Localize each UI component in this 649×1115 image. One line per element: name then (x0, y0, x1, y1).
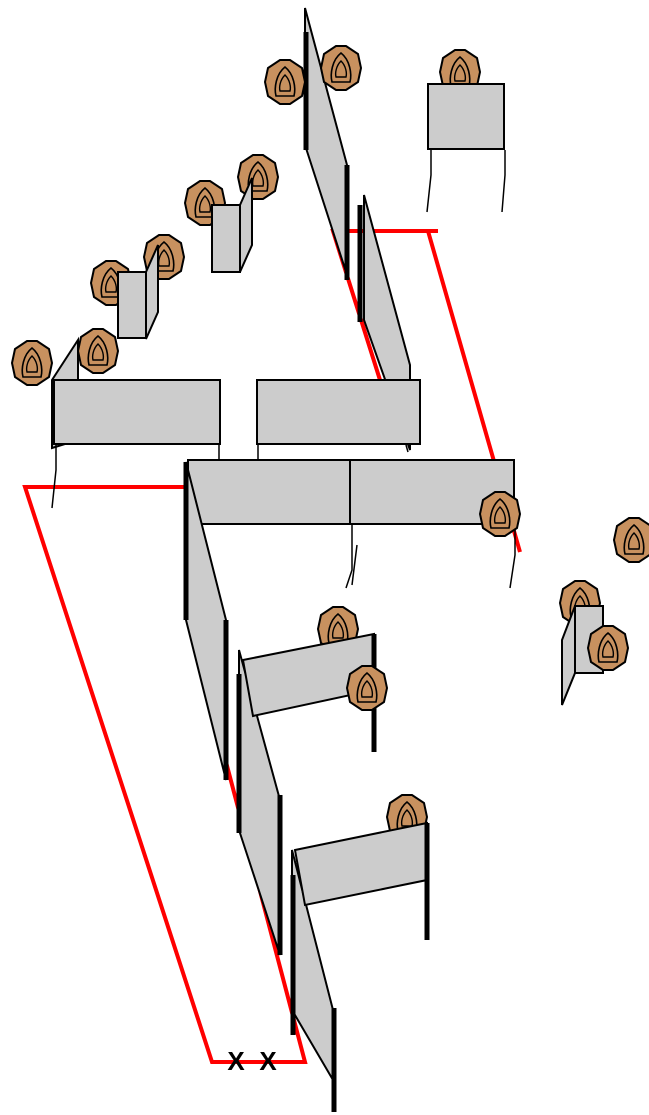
start-marker-2: X (259, 1046, 277, 1076)
board-upper-right (426, 49, 506, 213)
board-large (187, 459, 516, 589)
wall-section-3 (290, 794, 430, 1112)
board-center (256, 379, 421, 462)
target-2 (320, 45, 362, 91)
target-left-1 (11, 340, 53, 386)
wall-section-2 (236, 606, 388, 956)
start-marker-1: X (227, 1046, 245, 1076)
target-far-right (613, 517, 649, 563)
target-board-right (479, 491, 521, 537)
wall-top (303, 7, 350, 280)
target-1 (264, 59, 306, 105)
wall-lower-left (183, 461, 229, 781)
barricade-b (90, 234, 185, 340)
board-left (51, 336, 221, 509)
barricade-a (184, 154, 279, 273)
target-left-2 (77, 328, 119, 374)
barricade-right (559, 580, 629, 706)
